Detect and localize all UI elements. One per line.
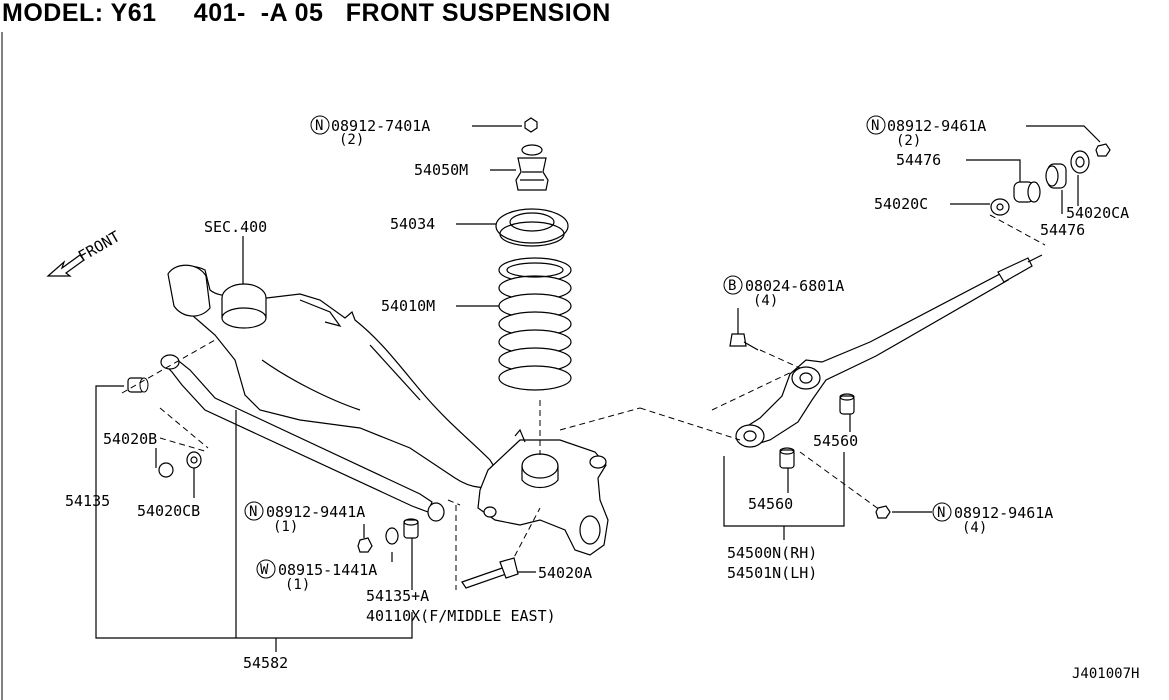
- circle-prefix-n-rear: N: [866, 115, 886, 135]
- svg-text:N: N: [315, 118, 323, 134]
- radius-rod-drawing: [735, 254, 1043, 469]
- rear-end-bushings-drawing: [990, 143, 1111, 216]
- qty-label-08912-9461a-rear: (2): [896, 133, 921, 149]
- qty-label-08024-6801a: (4): [753, 293, 778, 309]
- bolt-b-drawing: [729, 333, 759, 351]
- part-label-54034: 54034: [390, 215, 435, 233]
- part-label-54476-b: 54476: [1040, 221, 1085, 239]
- coil-spring-drawing: [498, 257, 572, 391]
- part-label-54135: 54135: [65, 492, 110, 510]
- page-title: MODEL: Y61 401- -A 05 FRONT SUSPENSION: [2, 0, 611, 27]
- part-label-54020c: 54020C: [874, 195, 928, 213]
- part-label-54560-b: 54560: [748, 495, 793, 513]
- part-label-54500n-rh: 54500N(RH): [727, 544, 817, 562]
- part-label-08912-9441a: 08912-9441A: [266, 503, 365, 521]
- part-label-54560-a: 54560: [813, 432, 858, 450]
- svg-text:W: W: [260, 562, 269, 578]
- qty-label-08912-7401a: (2): [339, 132, 364, 148]
- svg-text:N: N: [937, 505, 945, 521]
- stabilizer-end-parts-drawing: [357, 518, 519, 589]
- part-label-54476-a: 54476: [896, 151, 941, 169]
- circle-prefix-n-stab: N: [244, 501, 264, 521]
- circle-prefix-n-top: N: [310, 115, 330, 135]
- part-label-08912-7401a: 08912-7401A: [331, 117, 430, 135]
- part-label-54020b: 54020B: [103, 430, 157, 448]
- top-nut-drawing: [524, 117, 538, 133]
- lower-nut-drawing: [875, 505, 891, 519]
- part-label-54050m: 54050M: [414, 161, 468, 179]
- part-label-54020a: 54020A: [538, 564, 592, 582]
- part-label-54010m: 54010M: [381, 297, 435, 315]
- part-label-54020ca: 54020CA: [1066, 204, 1129, 222]
- part-label-54501n-lh: 54501N(LH): [727, 564, 817, 582]
- svg-text:N: N: [249, 504, 257, 520]
- part-label-08024-6801a: 08024-6801A: [745, 277, 844, 295]
- spring-seat-drawing: [495, 208, 569, 247]
- part-label-40110x: 40110X(F/MIDDLE EAST): [366, 607, 556, 625]
- front-direction-arrow-icon: [46, 254, 85, 277]
- part-label-54135-plus-a: 54135+A: [366, 587, 429, 605]
- bump-stopper-drawing: [515, 144, 549, 191]
- svg-text:B: B: [728, 278, 736, 294]
- part-label-54582: 54582: [243, 654, 288, 672]
- part-label-54020cb: 54020CB: [137, 502, 200, 520]
- stabilizer-washers-drawing: [158, 451, 202, 478]
- part-label-08915-1441a: 08915-1441A: [278, 561, 377, 579]
- diagram-code: J401007H: [1072, 666, 1139, 682]
- svg-text:N: N: [871, 118, 879, 134]
- section-reference-label: SEC.400: [204, 218, 267, 236]
- qty-label-08915-1441a: (1): [285, 577, 310, 593]
- steering-knuckle-drawing: [477, 428, 609, 556]
- qty-label-08912-9441a: (1): [273, 519, 298, 535]
- axle-housing-drawing: [167, 264, 501, 488]
- qty-label-08912-9461a-lower: (4): [962, 520, 987, 536]
- circle-prefix-b: B: [723, 275, 743, 295]
- front-label: FRONT: [75, 227, 123, 265]
- circle-prefix-n-lower: N: [932, 502, 952, 522]
- circle-prefix-w-stab: W: [256, 559, 276, 579]
- part-label-08912-9461a-lower: 08912-9461A: [954, 504, 1053, 522]
- part-label-08912-9461a-rear: 08912-9461A: [887, 117, 986, 135]
